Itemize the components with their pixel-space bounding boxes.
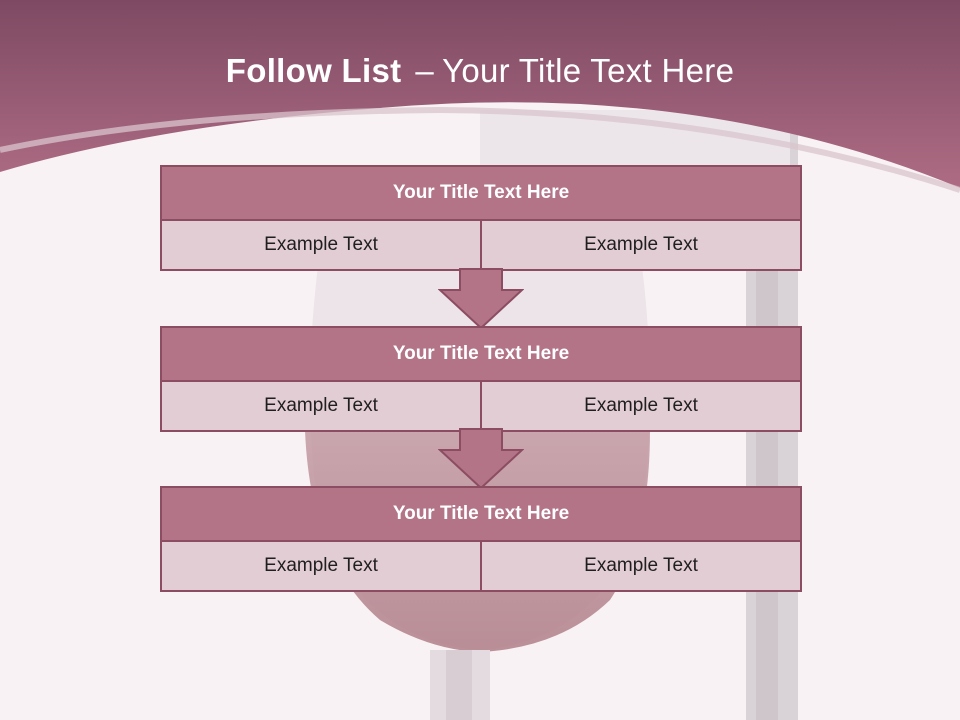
slide-title-dash: –	[415, 52, 435, 89]
block-cell-left: Example Text	[160, 542, 482, 592]
block-row: Example Text Example Text	[160, 542, 802, 592]
block-cell-left: Example Text	[160, 221, 482, 271]
list-block-1: Your Title Text Here Example Text Exampl…	[160, 165, 802, 271]
block-cell-right: Example Text	[482, 382, 802, 432]
list-block-2: Your Title Text Here Example Text Exampl…	[160, 326, 802, 432]
block-title: Your Title Text Here	[160, 486, 802, 542]
block-cell-right: Example Text	[482, 542, 802, 592]
down-arrow-icon	[438, 428, 524, 490]
block-row: Example Text Example Text	[160, 382, 802, 432]
block-cell-right: Example Text	[482, 221, 802, 271]
slide-title-bold: Follow List	[225, 52, 402, 89]
block-cell-left: Example Text	[160, 382, 482, 432]
block-row: Example Text Example Text	[160, 221, 802, 271]
block-title: Your Title Text Here	[160, 326, 802, 382]
block-title: Your Title Text Here	[160, 165, 802, 221]
list-block-3: Your Title Text Here Example Text Exampl…	[160, 486, 802, 592]
slide-title-rest: Your Title Text Here	[442, 52, 735, 89]
slide-title: Follow List–Your Title Text Here	[0, 52, 960, 90]
down-arrow-icon	[438, 268, 524, 330]
